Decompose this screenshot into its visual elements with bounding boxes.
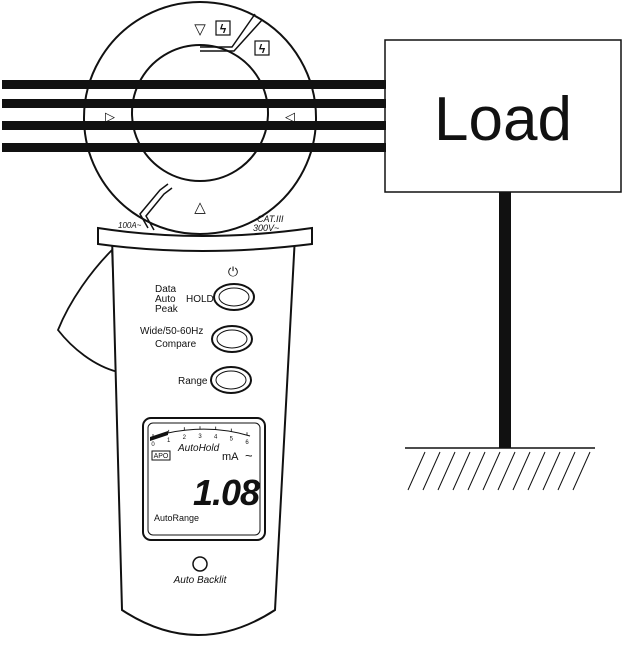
jaw-seam-top-b [200, 19, 263, 52]
scale-tick-label: 4 [214, 435, 218, 441]
lcd-screen [147, 422, 261, 536]
conductor-4 [2, 143, 386, 152]
wide-label-line2: Compare [155, 339, 197, 350]
ac-indicator: ~ [245, 448, 253, 463]
svg-text:APO: APO [154, 453, 169, 460]
conductor-1 [2, 80, 386, 89]
ground-hatching [407, 451, 591, 491]
scale-tick-label: 2 [183, 435, 187, 441]
hold-button-inner [218, 287, 250, 307]
lcd-display: 0 1 2 3 4 5 6 APO AutoHold mA ~ 1.08 AutoRange [142, 417, 266, 541]
jaw-seam-bottom-a [139, 183, 169, 229]
wide-compare-button-inner [216, 329, 248, 349]
scale-tick-label: 0 [151, 442, 155, 448]
scale-tick-label: 3 [198, 434, 202, 440]
category-label: CAT.III [257, 214, 284, 224]
unit-indicator: mA [222, 451, 239, 463]
hold-label-side: HOLD [186, 294, 214, 305]
hold-label-line2: Auto [155, 294, 176, 305]
bargraph-segment [150, 431, 168, 441]
clamp-jaw: ▽ △ ▷ ◁ ϟ ϟ 100A~ CAT.III 300V~ [83, 1, 317, 235]
warning-icon-secondary: ϟ [254, 40, 270, 56]
grip-wing [56, 247, 119, 374]
load-assembly: Load [384, 39, 622, 491]
jaw-range-label: 100A~ [118, 221, 142, 230]
hold-label-line1: Data [155, 284, 177, 295]
scale-tick-label: 6 [245, 440, 249, 446]
range-label: Range [178, 376, 208, 387]
backlight-sensor [192, 556, 208, 572]
backlight-label: Auto Backlit [173, 575, 228, 586]
autohold-indicator: AutoHold [177, 443, 220, 454]
jaw-bottom-arrow: △ [194, 199, 206, 216]
conductor-2 [2, 99, 386, 108]
backlight-area: Auto Backlit [173, 556, 228, 586]
scale-tick-label: 1 [167, 438, 171, 444]
warning-icon: ϟ [215, 20, 231, 36]
jaw-right-arrow-overlay: ◁ [285, 109, 295, 124]
wide-label-line1: Wide/50-60Hz [140, 326, 203, 337]
conductors [2, 80, 386, 152]
load-box [384, 39, 622, 193]
jaw-left-arrow-overlay: ▷ [105, 109, 115, 124]
apo-indicator: APO [151, 450, 171, 461]
scale-ticks: 0 1 2 3 4 5 6 [151, 426, 249, 448]
scale-tick-label: 5 [230, 437, 234, 443]
power-icon: ⏻ [228, 264, 238, 279]
bargraph-arc [167, 428, 251, 437]
conductor-3 [2, 121, 386, 130]
jaw-ring [83, 1, 317, 235]
load-pole [499, 192, 511, 448]
hold-label-line3: Peak [155, 304, 179, 315]
svg-text:ϟ: ϟ [259, 42, 266, 56]
autorange-indicator: AutoRange [154, 513, 199, 523]
reading-value: 1.08 [193, 472, 260, 513]
range-button-inner [215, 370, 247, 390]
jaw-arrows-overlay: ▷ ◁ [100, 109, 300, 124]
body-collar [97, 226, 313, 252]
button-panel: ⏻ Data Auto HOLD Peak Wide/50-60Hz Compa… [140, 264, 255, 394]
lcd-bezel [142, 417, 266, 541]
load-label: Load [434, 85, 572, 154]
jaw-seam-top-a [200, 13, 256, 48]
voltage-label: 300V~ [253, 223, 279, 233]
svg-text:ϟ: ϟ [220, 22, 227, 36]
jaw-top-arrow: ▽ [194, 21, 206, 38]
jaw-seam-bottom-b [145, 187, 173, 231]
